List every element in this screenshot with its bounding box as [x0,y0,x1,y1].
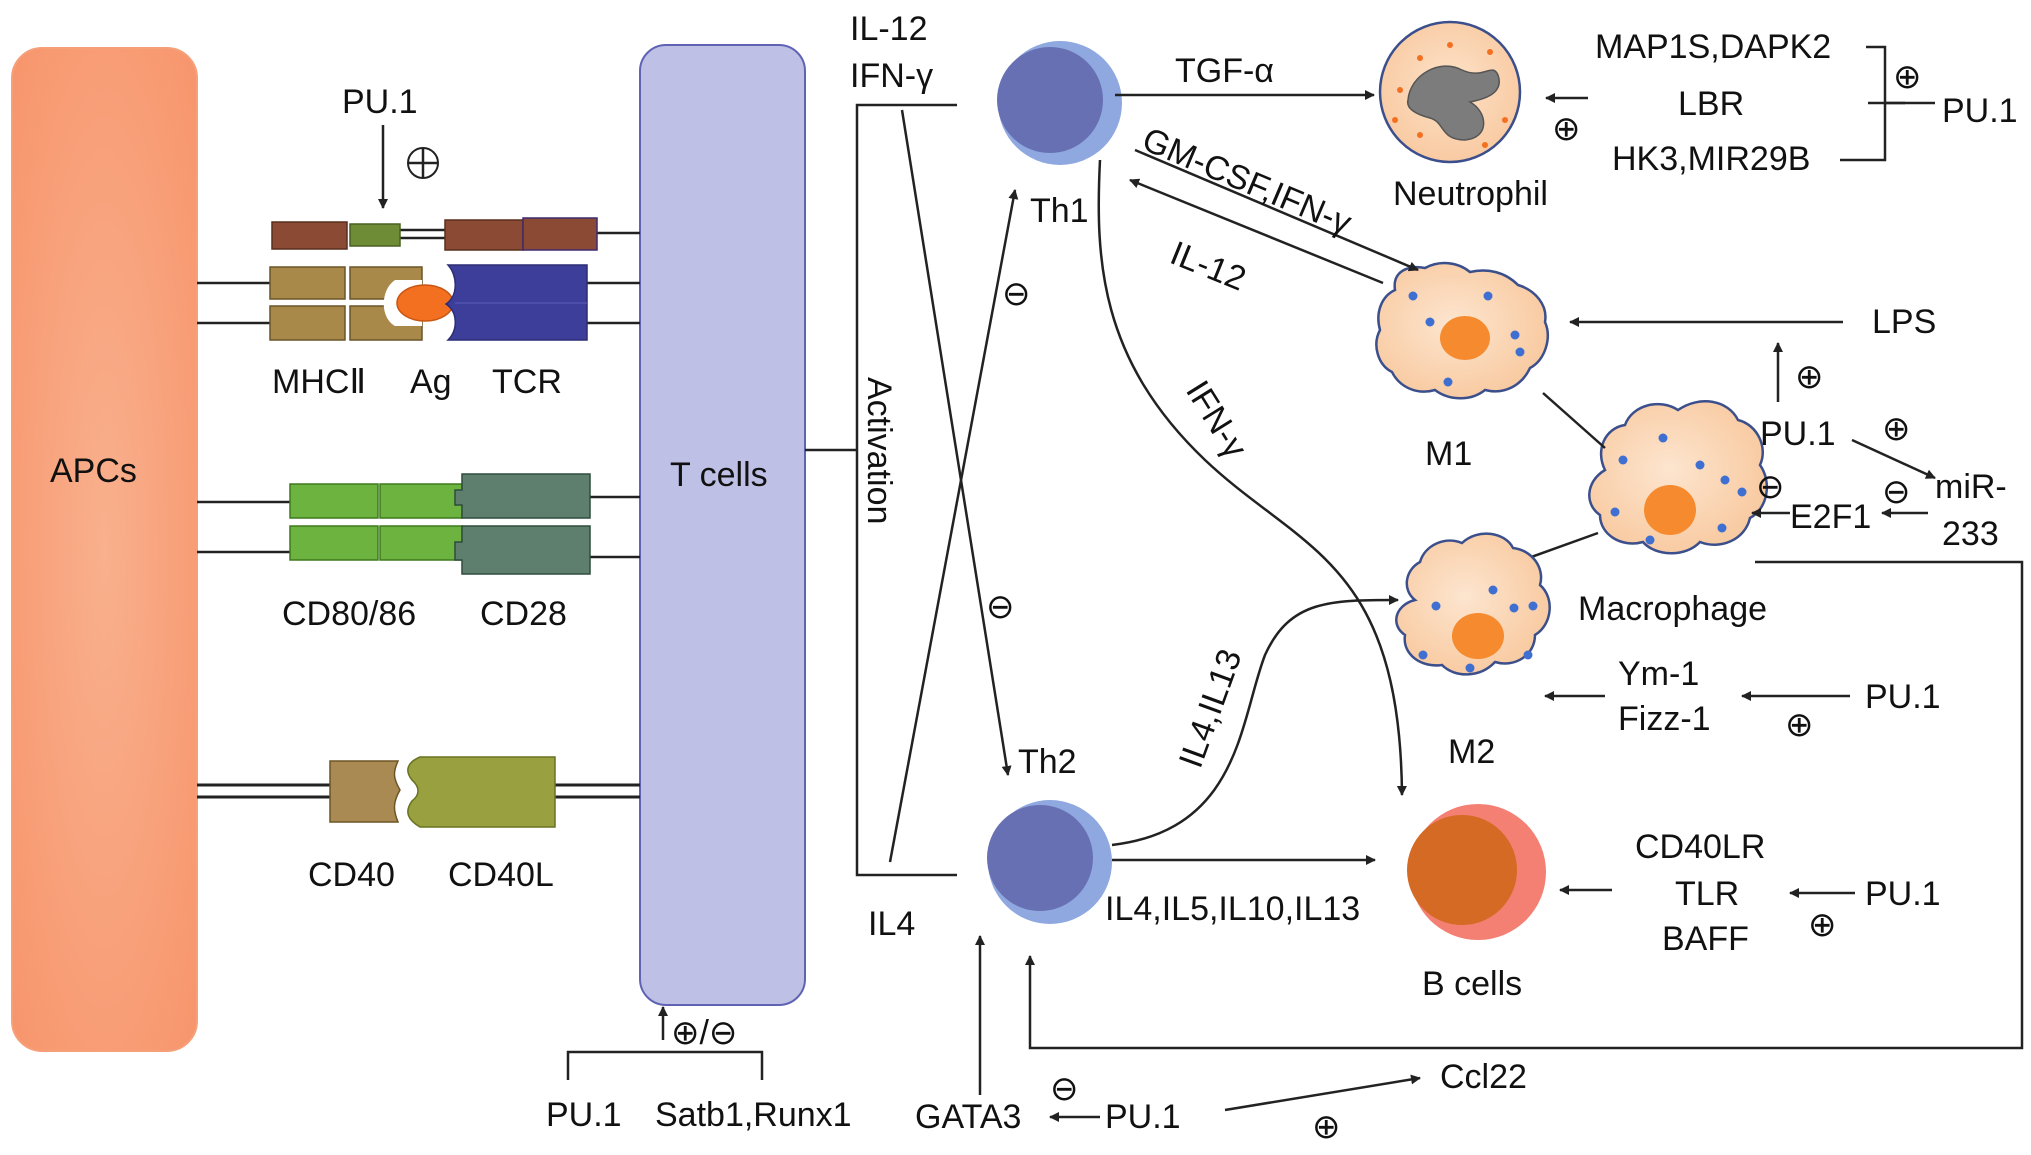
macrophage-cell [1588,400,1768,555]
neutrophil-plus-2: ⊕ [1552,110,1581,148]
macrophage-to-th2-loop [1025,560,2024,1050]
il-list-label: IL4,IL5,IL10,IL13 [1105,890,1360,928]
macrophage-plus: ⊕ [1882,410,1911,448]
mhc-top-segment-1 [271,221,348,250]
cd40-label: CD40 [308,856,395,894]
tcell-reg-sign: ⊕/⊖ [671,1014,737,1052]
gata3-minus: ⊖ [1050,1070,1079,1108]
mhc-segment-a1 [269,266,346,300]
b-cells-label: B cells [1422,965,1522,1003]
ifng-b-label: IFN-γ [1178,374,1254,465]
mir-label-b: 233 [1942,515,1999,553]
tlr-label: TLR [1675,875,1739,913]
neutrophil-label: Neutrophil [1393,175,1548,213]
mir-label-a: miR- [1935,468,2007,506]
activation-bracket [855,103,957,877]
neutrophil-gene-2: LBR [1678,85,1744,123]
m1-macrophage-link [1542,392,1606,449]
th2-reg-pu1: PU.1 [1105,1098,1181,1136]
ccl22-plus: ⊕ [1312,1108,1341,1146]
lps-plus: ⊕ [1795,358,1824,396]
m2-pu1: PU.1 [1865,678,1941,716]
cd28-label: CD28 [480,595,567,633]
mhc-top-segment-2 [349,223,401,247]
neutrophil-plus-1: ⊕ [1893,58,1922,96]
pu1-to-ccl22-arrow [1224,1074,1421,1112]
ifng-label: IFN-γ [850,57,933,95]
lps-label: LPS [1872,303,1936,341]
mhc-label: MHCⅡ [272,363,366,401]
pu1-to-mir-arrow [1851,438,1936,480]
tcell-reg-bracket [566,1050,764,1080]
e2f1-minus: ⊖ [1756,468,1785,506]
mir-minus: ⊖ [1882,473,1911,511]
th2-label: Th2 [1018,743,1077,781]
b-cell [1407,804,1546,940]
ym1-label: Ym-1 [1618,655,1699,693]
synapse-pu1-label: PU.1 [342,83,418,121]
m2-plus: ⊕ [1785,706,1814,744]
il12-back-label: IL-12 [1165,234,1251,298]
bcell-plus: ⊕ [1808,906,1837,944]
th1-label: Th1 [1030,192,1089,230]
m1-label: M1 [1425,435,1472,473]
il12-label: IL-12 [850,10,928,48]
cd28-lower [454,525,591,575]
tcell-reg-pu1: PU.1 [546,1096,622,1134]
apc-bar [11,47,198,1052]
th2-cell [987,800,1112,924]
neutrophil-pu1: PU.1 [1942,92,2018,130]
bcell-pu1: PU.1 [1865,875,1941,913]
mhc-segment-a2 [269,305,346,341]
e2f1-label: E2F1 [1790,498,1871,536]
il12-back-arrow [1129,178,1384,285]
ccl22-label: Ccl22 [1440,1058,1527,1096]
neutrophil-gene-3: HK3,MIR29B [1612,140,1810,178]
il4-cross-arrow [888,189,1019,863]
m2-macrophage-link [1522,531,1599,562]
macrophage-label: Macrophage [1578,590,1767,628]
cd40l-label: CD40L [448,856,554,894]
neutrophil-cell [1378,20,1522,164]
m2-macrophage [1395,532,1551,676]
neutrophil-gene-1: MAP1S,DAPK2 [1595,28,1831,66]
tcr-label: TCR [492,363,562,401]
cross-minus-1: ⊖ [1002,275,1031,313]
t-cells-bar [639,44,806,1006]
il12-cross-arrow [900,109,1012,776]
t-cells-label: T cells [670,456,768,494]
m2-label: M2 [1448,733,1495,771]
cd80-segment-1 [289,483,379,519]
tcr-top-segment-2 [522,217,598,251]
tgfa-label: TGF-α [1175,52,1274,90]
antigen-peptide [396,284,454,322]
cd28-upper [454,473,591,519]
cd80-segment-4 [379,525,463,561]
gmcsf-arrow [1134,148,1419,272]
macrophage-pu1: PU.1 [1760,415,1836,453]
cd40lr-label: CD40LR [1635,828,1765,866]
il4-il13-label: IL4,IL13 [1172,644,1250,772]
cross-minus-2: ⊖ [986,588,1015,626]
activation-label: Activation [860,377,898,524]
m1-macrophage [1375,261,1549,400]
cd40l-ligand [407,756,556,828]
baff-label: BAFF [1662,920,1749,958]
tcr-top-segment-1 [444,219,524,251]
th2-to-m2-arrow [1111,595,1399,847]
th1-cell [997,41,1122,165]
gmcsf-label: GM-CSF,IFN-γ [1137,120,1357,242]
cd80-86-label: CD80/86 [282,595,416,633]
apc-label: APCs [50,452,137,490]
ag-label: Ag [410,363,452,401]
cd80-segment-3 [289,525,379,561]
cd40-receptor [329,760,401,823]
th1-to-bcell-arrow [1097,159,1407,796]
fizz1-label: Fizz-1 [1618,700,1711,738]
gata3-label: GATA3 [915,1098,1021,1136]
il4-label: IL4 [868,905,915,943]
cd80-segment-2 [379,483,463,519]
tcell-reg-satb1-runx1: Satb1,Runx1 [655,1096,852,1134]
